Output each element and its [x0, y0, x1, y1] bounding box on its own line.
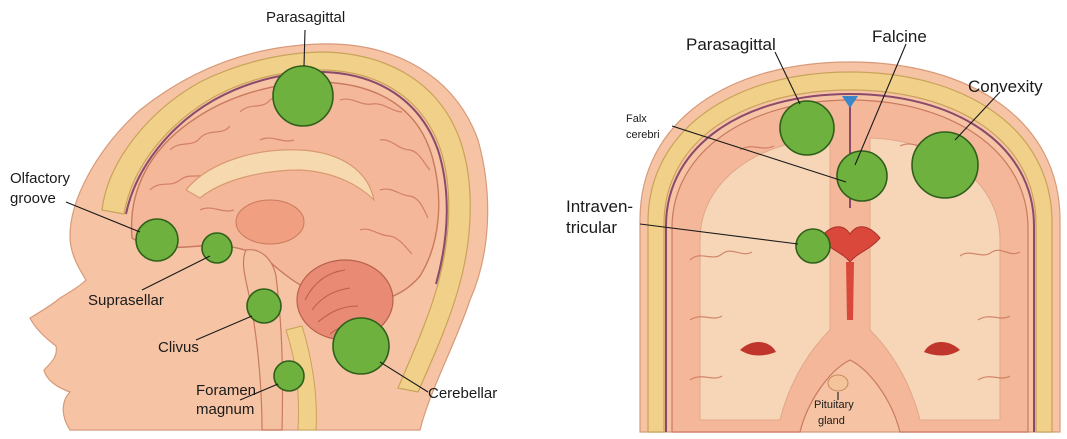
label-falx-cerebri-line1: Falx	[626, 113, 647, 125]
third-ventricle	[846, 262, 854, 320]
label-falcine: Falcine	[872, 27, 927, 46]
coronal-parasagittal-tumor	[780, 101, 834, 155]
sagittal-head-illustration	[30, 44, 488, 430]
label-falx-cerebri-line2: cerebri	[626, 129, 660, 141]
convexity-tumor	[912, 132, 978, 198]
parasagittal-tumor	[273, 66, 333, 126]
label-pituitary-gland-line2: gland	[818, 415, 845, 427]
foramen-magnum-tumor	[274, 361, 304, 391]
falcine-tumor	[837, 151, 887, 201]
label-foramen-magnum-line1: Foramen	[196, 382, 256, 399]
intraventricular-tumor	[796, 229, 830, 263]
coronal-section-illustration	[640, 62, 1060, 432]
label-clivus: Clivus	[158, 339, 199, 356]
label-cerebellar: Cerebellar	[428, 385, 497, 402]
label-parasagittal-sagittal: Parasagittal	[266, 9, 345, 26]
label-intraventricular-line1: Intraven-	[566, 197, 633, 216]
label-foramen-magnum-line2: magnum	[196, 401, 254, 418]
label-olfactory-groove-line1: Olfactory	[10, 170, 71, 187]
label-suprasellar: Suprasellar	[88, 292, 164, 309]
label-olfactory-groove-line2: groove	[10, 190, 56, 207]
pituitary-gland	[828, 375, 848, 391]
label-parasagittal-coronal: Parasagittal	[686, 35, 776, 54]
suprasellar-tumor	[202, 233, 232, 263]
cerebellar-tumor	[333, 318, 389, 374]
clivus-tumor	[247, 289, 281, 323]
label-convexity: Convexity	[968, 77, 1043, 96]
label-intraventricular-line2: tricular	[566, 218, 617, 237]
olfactory-groove-tumor	[136, 219, 178, 261]
thalamus	[236, 200, 304, 244]
label-pituitary-gland-line1: Pituitary	[814, 399, 854, 411]
